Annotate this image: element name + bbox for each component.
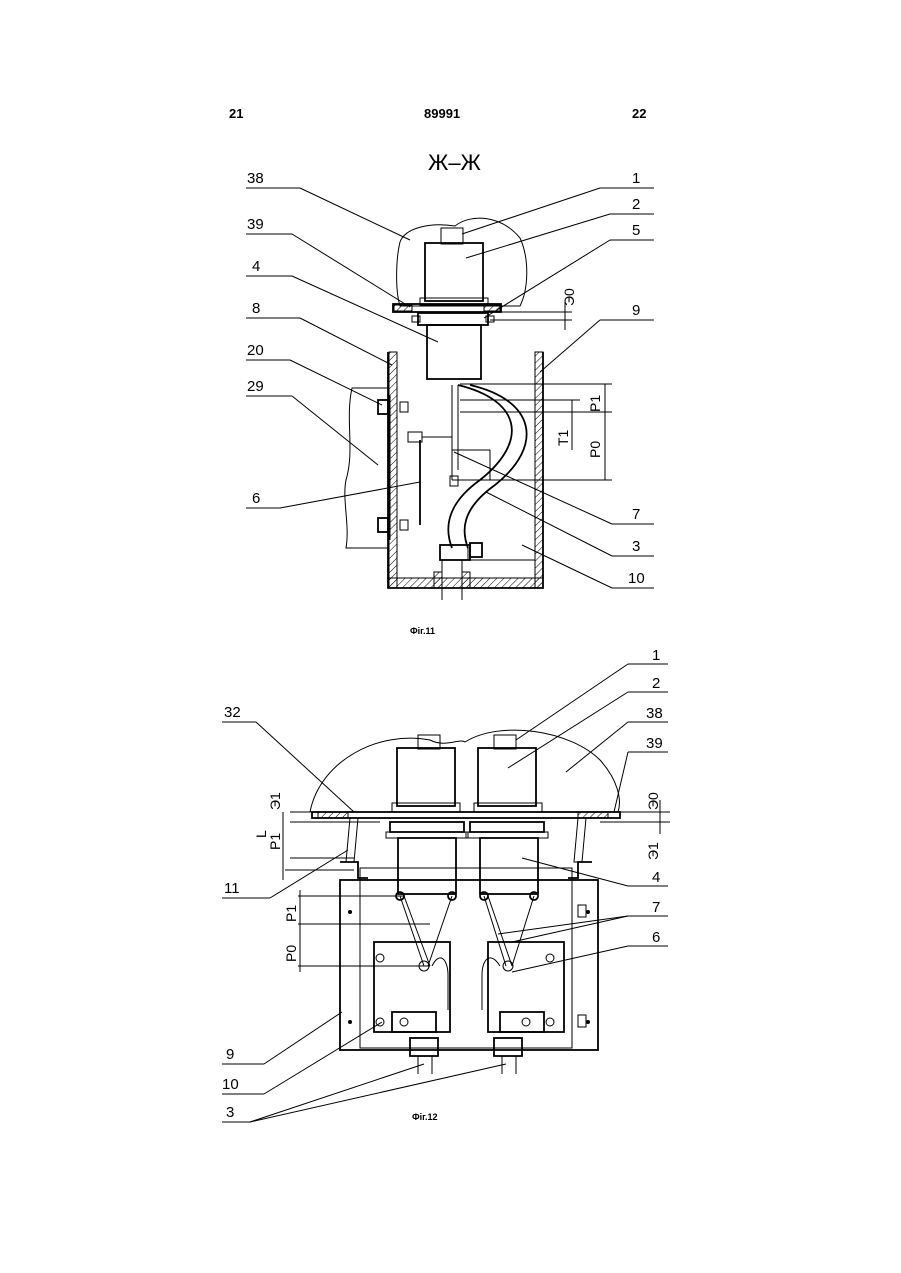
fig11-ref-2: 2 [632,196,640,213]
fig11-ref-8: 8 [252,300,260,317]
fig12-ref-11: 11 [224,880,240,897]
fig12-body-outline [310,730,619,812]
fig11-body-outline [397,218,527,306]
fig11-ref-10: 10 [628,570,645,587]
fig12-dim-e1-left: Э1 [267,792,283,810]
figure-12: 1 2 38 39 32 11 4 7 6 9 10 3 Э1 L P1 Э0 … [222,647,670,1122]
fig12-plate [312,812,620,818]
figure-11-caption: Фіг.11 [410,626,435,636]
figure-11: 38 39 4 8 20 29 6 1 2 5 9 7 3 10 Э0 P1 T… [246,170,654,600]
fig11-flange [418,313,488,325]
fig11-ref-5: 5 [632,222,640,239]
fig12-ref-6: 6 [652,929,660,946]
fig11-ref-4: 4 [252,258,260,275]
figure-12-caption: Фіг.12 [412,1112,438,1122]
fig12-ref-38: 38 [646,705,663,722]
fig12-ref-2: 2 [652,675,660,692]
fig12-dim-p0: P0 [283,945,299,962]
fig12-ref-4: 4 [652,869,660,886]
fig12-ref-10: 10 [222,1076,239,1093]
fig12-ref-9: 9 [226,1046,234,1063]
fig11-ref-9: 9 [632,302,640,319]
fig11-dim-p1: P1 [587,395,603,412]
fig12-ref-3: 3 [226,1104,234,1121]
fig11-ref-7: 7 [632,506,640,523]
fig11-dim-p0: P0 [587,441,603,458]
fig11-shaft [441,228,463,244]
fig11-ref-38: 38 [247,170,264,187]
fig12-ref-1: 1 [652,647,660,664]
fig11-motor [425,243,483,301]
fig11-dim-t1: T1 [555,429,571,446]
fig12-ref-32: 32 [224,704,241,721]
fig11-ref-20: 20 [247,342,264,359]
fig11-ref-6: 6 [252,490,260,507]
fig12-dim-e1-right: Э1 [645,842,661,860]
fig11-dim-e0: Э0 [561,288,577,306]
fig12-ref-7: 7 [652,899,660,916]
fig12-dim-p1-left: P1 [267,833,283,850]
fig11-ref-1: 1 [632,170,640,187]
fig12-dim-e0: Э0 [645,792,661,810]
fig11-side-mount [345,388,388,548]
fig12-ref-39: 39 [646,735,663,752]
fig11-ref-3: 3 [632,538,640,555]
fig11-housing [427,325,481,379]
fig11-ref-39: 39 [247,216,264,233]
fig11-ref-29: 29 [247,378,264,395]
fig12-dim-p1-lower: P1 [283,905,299,922]
